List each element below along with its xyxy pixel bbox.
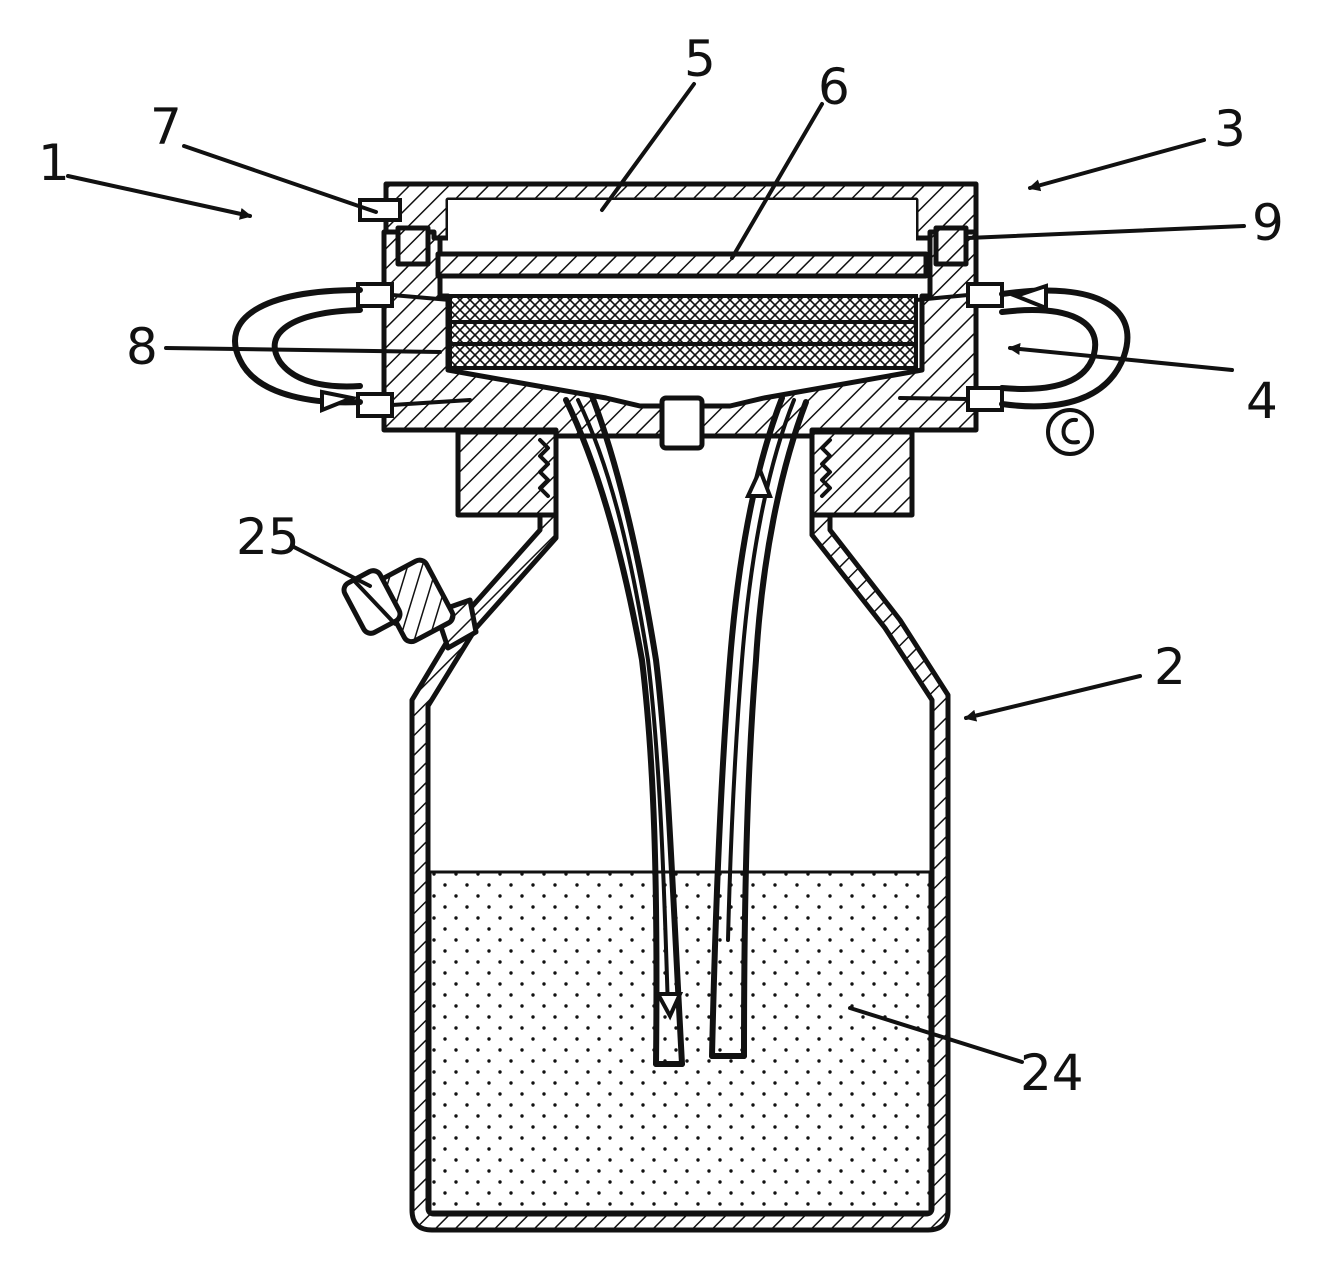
label-8: 8 bbox=[126, 318, 158, 376]
leader-3 bbox=[1030, 140, 1204, 188]
label-24: 24 bbox=[1020, 1044, 1084, 1102]
label-6: 6 bbox=[818, 58, 850, 116]
leader-9 bbox=[968, 226, 1244, 238]
screw-right-shank bbox=[936, 228, 966, 264]
label-1: 1 bbox=[38, 134, 70, 192]
flow-arrow-up bbox=[748, 470, 770, 496]
label-2: 2 bbox=[1154, 638, 1186, 696]
external-loop-right bbox=[1002, 286, 1127, 454]
support-plate bbox=[438, 254, 926, 276]
lid-chamber bbox=[448, 200, 916, 254]
label-7: 7 bbox=[150, 98, 182, 156]
membrane-cartridge bbox=[450, 296, 916, 368]
label-25: 25 bbox=[236, 508, 300, 566]
port-upper-right bbox=[968, 284, 1002, 306]
label-4: 4 bbox=[1246, 372, 1278, 430]
port-lower-left bbox=[358, 394, 392, 416]
side-valve bbox=[341, 557, 476, 648]
screw-left-shank bbox=[398, 228, 428, 264]
port-lower-right bbox=[968, 388, 1002, 410]
flow-arrow-left bbox=[322, 392, 352, 410]
label-3: 3 bbox=[1214, 100, 1246, 158]
leader-2 bbox=[966, 676, 1140, 718]
label-5: 5 bbox=[684, 30, 716, 88]
port-upper-left bbox=[358, 284, 392, 306]
label-9: 9 bbox=[1252, 194, 1284, 252]
rotation-symbol bbox=[1048, 410, 1092, 454]
lid bbox=[360, 184, 976, 276]
bottle bbox=[412, 510, 948, 1230]
leader-7 bbox=[184, 146, 376, 212]
leader-25 bbox=[292, 546, 370, 586]
leader-1 bbox=[68, 176, 250, 216]
center-fitting bbox=[662, 398, 702, 448]
